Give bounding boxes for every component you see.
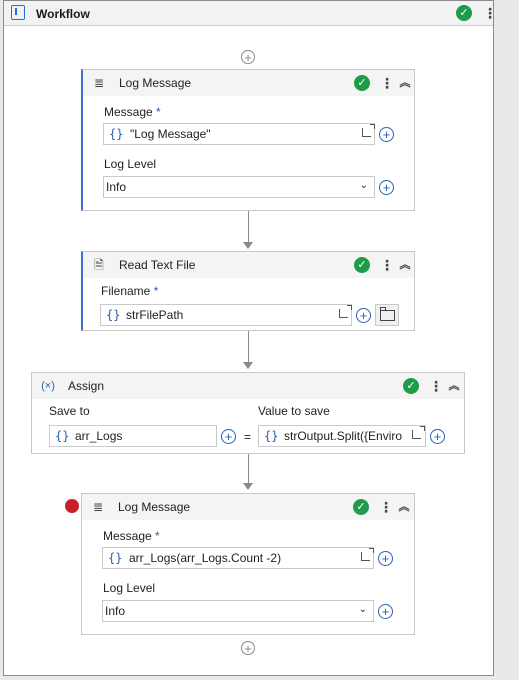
value-to-save-label: Value to save: [258, 404, 330, 418]
save-to-field[interactable]: {} arr_Logs: [49, 425, 217, 447]
equals-sign: =: [244, 430, 252, 444]
read-file-icon: 🗎: [94, 258, 104, 272]
read-text-file-activity[interactable]: 🗎 Read Text File ✓ ⋮ ︽ Filename * {} str…: [81, 251, 415, 331]
workflow-title: Workflow: [36, 7, 90, 21]
connector-arrow: [243, 242, 253, 249]
check-circle-icon: ✓: [354, 75, 370, 91]
activity-title: Read Text File: [119, 258, 196, 272]
kebab-icon[interactable]: ⋮: [483, 5, 497, 21]
filename-label: Filename *: [101, 284, 159, 298]
add-activity-button[interactable]: +: [241, 641, 255, 655]
plus-circle-icon[interactable]: +: [379, 127, 394, 142]
activity-title: Log Message: [118, 500, 191, 514]
expand-icon[interactable]: [361, 548, 374, 561]
braces-icon: {}: [55, 429, 70, 443]
background: [497, 0, 519, 680]
check-circle-icon: ✓: [354, 257, 370, 273]
message-label: Message *: [104, 105, 161, 119]
log-level-label: Log Level: [103, 581, 156, 595]
expand-icon[interactable]: [362, 124, 375, 137]
kebab-icon[interactable]: ⋮: [380, 75, 394, 91]
chevron-down-icon: ⌄: [358, 604, 367, 615]
activity-header: 🗎 Read Text File ✓ ⋮ ︽: [83, 252, 414, 278]
collapse-icon[interactable]: ︽: [399, 259, 411, 271]
plus-circle-icon[interactable]: +: [378, 551, 393, 566]
activity-title: Log Message: [119, 76, 192, 90]
workflow-header: Workflow ✓ ⋮: [4, 1, 497, 26]
browse-folder-button[interactable]: [375, 304, 399, 326]
chevron-down-icon: ⌄: [359, 180, 368, 191]
assign-icon: (×): [41, 380, 55, 392]
check-circle-icon: ✓: [353, 499, 369, 515]
kebab-icon[interactable]: ⋮: [380, 257, 394, 273]
braces-icon: {}: [106, 308, 121, 322]
message-label: Message *: [103, 529, 160, 543]
collapse-icon[interactable]: ︽: [448, 380, 460, 392]
plus-circle-icon[interactable]: +: [379, 180, 394, 195]
log-level-select[interactable]: Info ⌄: [103, 176, 375, 198]
plus-circle-icon[interactable]: +: [221, 429, 236, 444]
braces-icon: {}: [109, 127, 124, 141]
log-message-icon: ≣: [93, 76, 105, 90]
workflow-canvas: Workflow ✓ ⋮ + ≣ Log Message ✓ ⋮ ︽ Messa…: [3, 0, 497, 676]
log-level-label: Log Level: [104, 157, 157, 171]
expand-icon[interactable]: [412, 426, 425, 439]
connector-line: [248, 454, 249, 484]
plus-circle-icon[interactable]: +: [430, 429, 445, 444]
assign-activity[interactable]: (×) Assign ✓ ⋮ ︽ Save to Value to save {…: [31, 372, 465, 454]
plus-circle-icon[interactable]: +: [356, 308, 371, 323]
activity-header: (×) Assign ✓ ⋮ ︽: [32, 373, 464, 399]
filename-field[interactable]: {} strFilePath: [100, 304, 352, 326]
collapse-icon[interactable]: ︽: [399, 77, 411, 89]
activity-header: ≣ Log Message ✓ ⋮ ︽: [82, 494, 414, 520]
collapse-icon[interactable]: ︽: [398, 501, 410, 513]
activity-title: Assign: [68, 379, 105, 393]
check-circle-icon: ✓: [456, 5, 472, 21]
plus-circle-icon[interactable]: +: [378, 604, 393, 619]
connector-arrow: [243, 362, 253, 369]
folder-icon: [380, 307, 395, 321]
log-level-select[interactable]: Info ⌄: [102, 600, 374, 622]
log-message-activity-1[interactable]: ≣ Log Message ✓ ⋮ ︽ Message * {} "Log Me…: [81, 69, 415, 211]
log-message-activity-2[interactable]: ≣ Log Message ✓ ⋮ ︽ Message * {} arr_Log…: [81, 493, 415, 635]
log-message-icon: ≣: [92, 500, 104, 514]
kebab-icon[interactable]: ⋮: [379, 499, 393, 515]
message-field[interactable]: {} "Log Message": [103, 123, 375, 145]
breakpoint-icon[interactable]: [65, 499, 79, 513]
braces-icon: {}: [108, 551, 123, 565]
expand-icon[interactable]: [339, 305, 352, 318]
braces-icon: {}: [264, 429, 279, 443]
activity-header: ≣ Log Message ✓ ⋮ ︽: [83, 70, 414, 96]
check-circle-icon: ✓: [403, 378, 419, 394]
value-to-save-field[interactable]: {} strOutput.Split({Enviro: [258, 425, 426, 447]
connector-arrow: [243, 483, 253, 490]
add-activity-button[interactable]: +: [241, 50, 255, 64]
connector-line: [248, 211, 249, 243]
kebab-icon[interactable]: ⋮: [429, 378, 443, 394]
message-field[interactable]: {} arr_Logs(arr_Logs.Count -2): [102, 547, 374, 569]
connector-line: [248, 331, 249, 363]
workflow-icon: [11, 5, 25, 20]
save-to-label: Save to: [49, 404, 90, 418]
